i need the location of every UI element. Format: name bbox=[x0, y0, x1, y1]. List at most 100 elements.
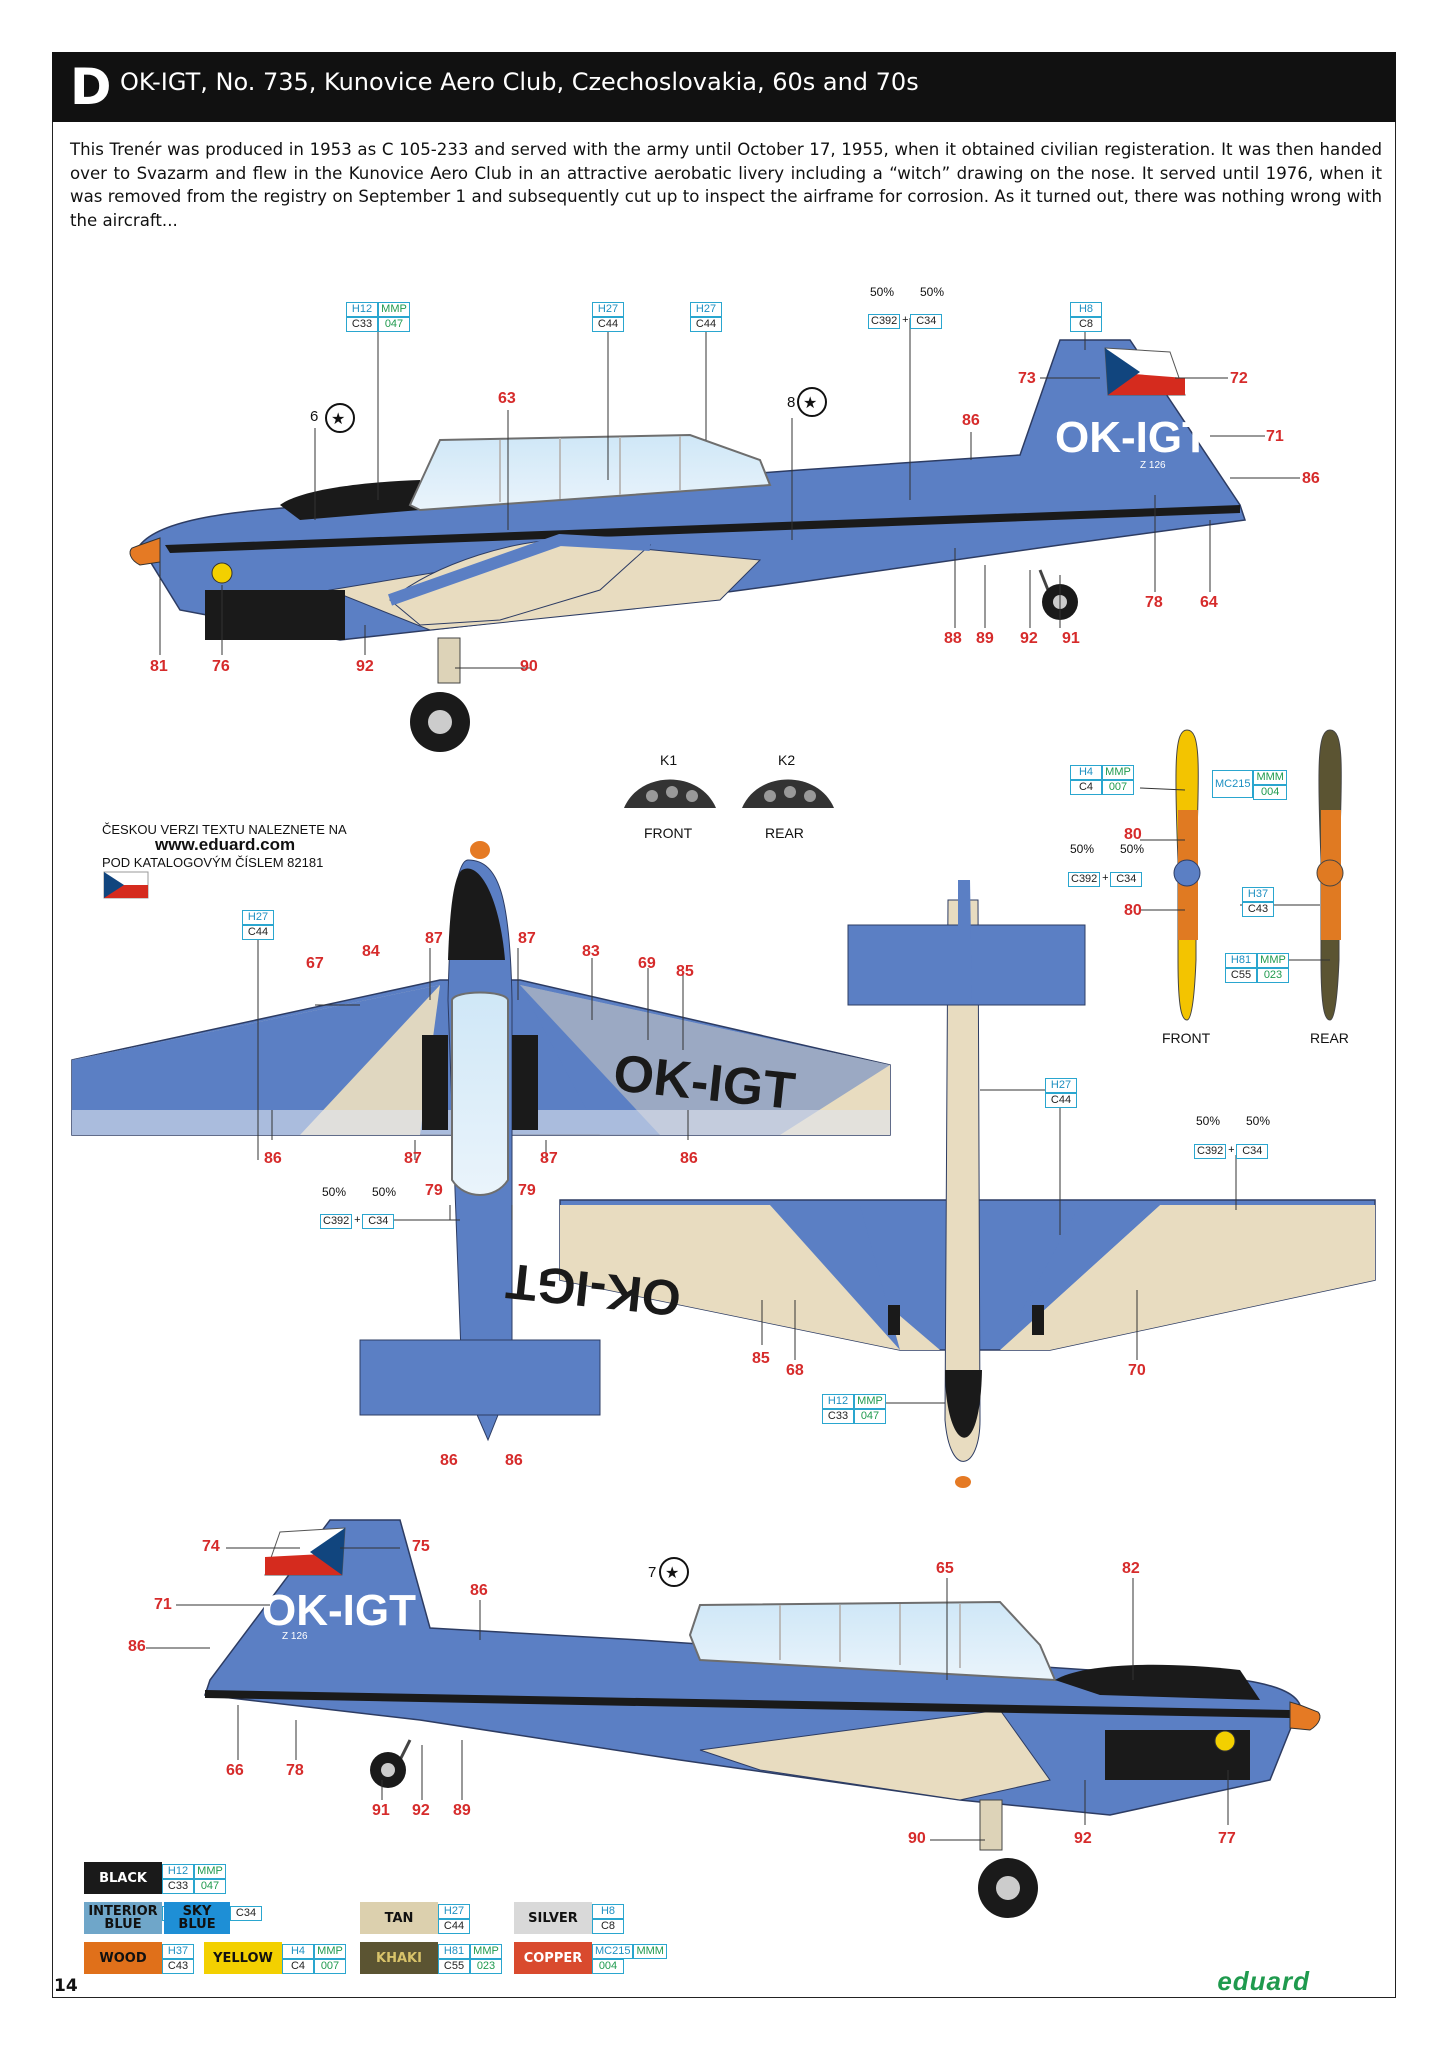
page-number: 14 bbox=[54, 1976, 78, 1996]
registration-side2: OK-IGT bbox=[262, 1586, 416, 1635]
callout: 91 bbox=[1062, 630, 1080, 647]
callout: 71 bbox=[1266, 428, 1284, 445]
callout: 87 bbox=[518, 930, 536, 947]
paint-code-silver-side1: H8 C8 bbox=[1070, 302, 1102, 332]
callout: 74 bbox=[202, 1538, 220, 1555]
paint-code-wood-prop: H37 C43 bbox=[1242, 887, 1274, 917]
callout: 71 bbox=[154, 1596, 172, 1613]
svg-text:★: ★ bbox=[331, 411, 345, 428]
paint-code-mix-bottom: C392+C34 bbox=[1194, 1144, 1269, 1159]
top-view: OK-IGT bbox=[71, 841, 891, 1442]
legend-swatch: SILVER bbox=[514, 1902, 592, 1934]
instrument-k2-label: K2 bbox=[778, 752, 796, 768]
callout: 89 bbox=[976, 630, 994, 647]
registration-side1: OK-IGT bbox=[1055, 413, 1209, 462]
callout: 88 bbox=[944, 630, 962, 647]
callout: 78 bbox=[286, 1762, 304, 1779]
callout: 73 bbox=[1018, 370, 1036, 387]
callout: 69 bbox=[638, 955, 656, 972]
callout: 85 bbox=[752, 1350, 770, 1367]
callout: 77 bbox=[1218, 1830, 1236, 1847]
callout: 63 bbox=[498, 390, 516, 407]
czech-note-line1: ČESKOU VERZI TEXTU NALEZNETE NA bbox=[102, 822, 347, 837]
callout: 70 bbox=[1128, 1362, 1146, 1379]
legend-swatch: INTERIOR BLUE bbox=[84, 1902, 162, 1934]
prop-rear-label: REAR bbox=[1310, 1030, 1349, 1046]
callout: 92 bbox=[1020, 630, 1038, 647]
legend-swatch: BLACK bbox=[84, 1862, 162, 1894]
mix-pct-2: 50% bbox=[920, 285, 945, 299]
legend-swatch: TAN bbox=[360, 1902, 438, 1934]
paint-code-mix-top: C392+C34 bbox=[320, 1214, 395, 1229]
callout: 72 bbox=[1230, 370, 1248, 387]
czech-note-url[interactable]: www.eduard.com bbox=[155, 835, 296, 854]
paint-code-tan-top: H27 C44 bbox=[242, 910, 274, 940]
paint-code-tan-side1b: H27 C44 bbox=[690, 302, 722, 332]
czech-note-line3: POD KATALOGOVÝM ČÍSLEM 82181 bbox=[102, 855, 324, 870]
callout: 90 bbox=[520, 658, 538, 675]
legend-codes: C34 bbox=[230, 1904, 262, 1921]
instrument-panels bbox=[624, 779, 834, 808]
callout: 86 bbox=[128, 1638, 146, 1655]
header-bar bbox=[52, 52, 1396, 122]
mix-pct-1: 50% bbox=[870, 285, 895, 299]
side-view-right: OK-IGT Z 126 ★ eduard bbox=[146, 1519, 1321, 1996]
side-view-left: OK-IGT Z 126 ★ ★ bbox=[129, 318, 1300, 752]
paint-code-tan-bottom: H27 C44 bbox=[1045, 1078, 1077, 1108]
instrument-k1-label: K1 bbox=[660, 752, 678, 768]
mix-pct-4: 50% bbox=[372, 1185, 397, 1199]
callout: 86 bbox=[470, 1582, 488, 1599]
callout: 86 bbox=[1302, 470, 1320, 487]
callout: 75 bbox=[412, 1538, 430, 1555]
star-marker-label: 7 bbox=[648, 1564, 657, 1581]
legend-swatch: COPPER bbox=[514, 1942, 592, 1974]
callout: 76 bbox=[212, 658, 230, 675]
profile-title: OK-IGT, No. 735, Kunovice Aero Club, Cze… bbox=[120, 68, 919, 96]
legend-swatch: KHAKI bbox=[360, 1942, 438, 1974]
legend-swatch: SKY BLUE bbox=[164, 1902, 230, 1934]
callout: 85 bbox=[676, 963, 694, 980]
callout: 92 bbox=[356, 658, 374, 675]
mix-pct-7: 50% bbox=[1196, 1114, 1221, 1128]
callout: 64 bbox=[1200, 594, 1218, 611]
callout: 86 bbox=[440, 1452, 458, 1469]
callout: 92 bbox=[412, 1802, 430, 1819]
bottom-view: OK-IGT bbox=[504, 880, 1376, 1488]
mix-pct-8: 50% bbox=[1246, 1114, 1271, 1128]
star-marker-label: 8 bbox=[787, 394, 796, 411]
callout: 86 bbox=[962, 412, 980, 429]
svg-text:★: ★ bbox=[803, 395, 817, 412]
prop-front-label: FRONT bbox=[1162, 1030, 1211, 1046]
callout: 80 bbox=[1124, 826, 1142, 843]
mix-pct-3: 50% bbox=[322, 1185, 347, 1199]
callout: 90 bbox=[908, 1830, 926, 1847]
callout: 87 bbox=[404, 1150, 422, 1167]
callout: 67 bbox=[306, 955, 324, 972]
legend-swatch: YELLOW bbox=[204, 1942, 282, 1974]
tail-small-side2: Z 126 bbox=[282, 1631, 308, 1642]
callout: 87 bbox=[425, 930, 443, 947]
paint-code-mix-prop: C392+C34 bbox=[1068, 872, 1143, 887]
callout: 86 bbox=[680, 1150, 698, 1167]
callout: 86 bbox=[505, 1452, 523, 1469]
callout: 66 bbox=[226, 1762, 244, 1779]
tail-small-side1: Z 126 bbox=[1140, 460, 1166, 471]
instrument-front-label: FRONT bbox=[644, 825, 693, 841]
callout: 89 bbox=[453, 1802, 471, 1819]
mix-pct-5: 50% bbox=[1070, 842, 1095, 856]
callout: 68 bbox=[786, 1362, 804, 1379]
callout: 78 bbox=[1145, 594, 1163, 611]
paint-code-mix-side1: C392+C34 bbox=[868, 314, 943, 329]
callout: 82 bbox=[1122, 1560, 1140, 1577]
